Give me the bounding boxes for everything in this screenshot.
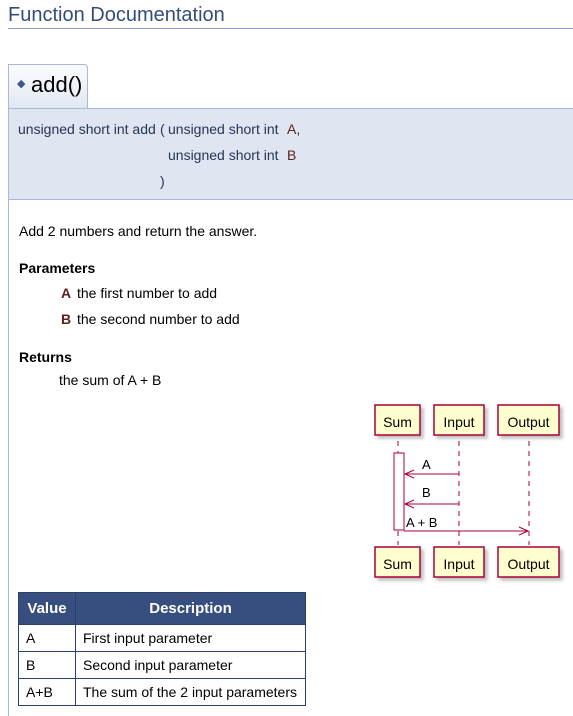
diamond-bullet-icon: ◆: [17, 78, 26, 90]
table-cell-value: B: [18, 651, 76, 679]
participant-sum-label-bottom: Sum: [383, 556, 412, 572]
value-table: Value Description A First input paramete…: [18, 592, 306, 706]
parameters-heading: Parameters: [19, 260, 96, 276]
member-prototype: unsigned short int add ( unsigned short …: [8, 108, 573, 200]
table-row: A+B The sum of the 2 input parameters: [18, 678, 306, 706]
table-cell-value: A+B: [18, 678, 76, 706]
message-b-label: B: [422, 485, 431, 500]
member-doc: Add 2 numbers and return the answer. Par…: [8, 200, 573, 716]
participant-output-bottom: [497, 546, 560, 578]
param-b-type: unsigned short int: [168, 147, 279, 163]
table-cell-value: A: [18, 624, 76, 652]
table-cell-description: Second input parameter: [75, 651, 306, 679]
message-a-arrowhead: [403, 469, 415, 479]
participant-input-label-bottom: Input: [443, 556, 474, 572]
participant-sum-label-top: Sum: [383, 414, 412, 430]
param-b-label: B: [61, 311, 72, 327]
param-b-name: B: [287, 147, 297, 163]
member-title-tab: ◆ add(): [8, 64, 88, 108]
table-row: B Second input parameter: [18, 651, 306, 679]
participant-sum-top: [374, 404, 421, 436]
param-a-label: A: [61, 285, 72, 301]
table-cell-description: First input parameter: [75, 624, 306, 652]
table-header-row: Value Description: [18, 592, 306, 625]
message-a-label: A: [422, 457, 431, 472]
table-header-value: Value: [18, 592, 76, 625]
message-b-arrowhead: [403, 499, 415, 509]
param-a-description: the first number to add: [77, 285, 218, 301]
returns-text: the sum of A + B: [59, 372, 162, 388]
participant-input-bottom: [433, 546, 485, 578]
param-b-description: the second number to add: [77, 311, 240, 327]
participant-output-top: [497, 404, 560, 436]
prototype-open-paren: (: [160, 121, 165, 137]
member-name: add(): [31, 72, 83, 97]
message-sum-label: A + B: [406, 515, 437, 530]
message-sum-arrowhead: [518, 526, 530, 536]
participant-input-label-top: Input: [443, 414, 474, 430]
participant-input-top: [433, 404, 485, 436]
section-title: Function Documentation: [8, 2, 573, 29]
param-a-type: unsigned short int: [168, 121, 279, 137]
brief-description: Add 2 numbers and return the answer.: [19, 223, 258, 239]
table-cell-description: The sum of the 2 input parameters: [75, 678, 306, 706]
param-a-name: A,: [287, 121, 301, 137]
participant-output-label-bottom: Output: [507, 556, 549, 572]
prototype-return-and-name: unsigned short int add: [18, 121, 156, 137]
participant-output-label-top: Output: [507, 414, 549, 430]
participant-sum-bottom: [374, 546, 421, 578]
table-row: A First input parameter: [18, 624, 306, 652]
sequence-diagram: Sum Input Output A B A + B Sum Input Out…: [374, 404, 560, 578]
returns-heading: Returns: [19, 349, 72, 365]
activation-bar: [393, 452, 405, 531]
table-header-description: Description: [75, 592, 306, 625]
prototype-close-paren: ): [160, 173, 165, 189]
